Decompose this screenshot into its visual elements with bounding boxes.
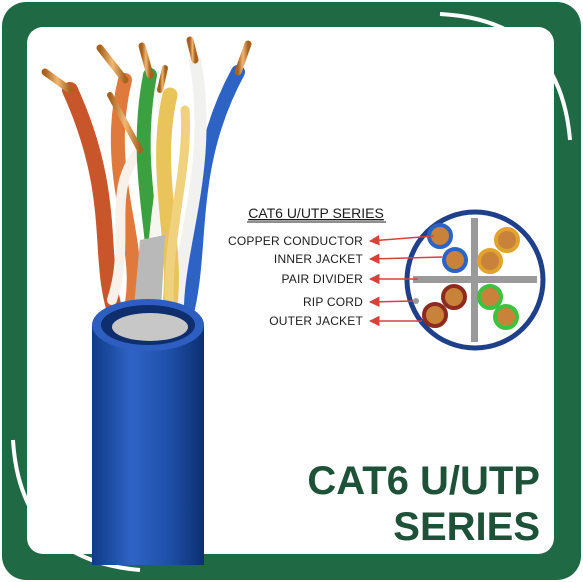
conductor-blue-2 [442, 247, 468, 273]
product-title-line2: SERIES [393, 505, 540, 549]
rip-cord-dot [413, 298, 419, 304]
cross-section-icon [404, 209, 546, 351]
callout-arrows [368, 235, 443, 327]
diagram-text: CAT6 U/UTP SERIES COPPER CONDUCTOR INNER… [228, 205, 386, 328]
frame-arc-bottom-left [11, 439, 141, 572]
arrow-rip-cord [368, 296, 414, 308]
label-pair-divider: PAIR DIVIDER [281, 272, 363, 286]
pair-divider-vertical [471, 218, 478, 342]
label-copper-conductor: COPPER CONDUCTOR [228, 234, 363, 248]
arrow-inner-jacket [368, 253, 443, 264]
label-rip-cord: RIP CORD [303, 295, 363, 309]
product-title-line1: CAT6 U/UTP [307, 459, 540, 503]
outer-jacket [92, 299, 204, 565]
conductor-orange-2 [477, 248, 503, 274]
frame-arc-top-right [439, 12, 572, 141]
cable-icon [41, 36, 252, 565]
product-title: CAT6 U/UTP SERIES [307, 459, 540, 549]
conductor-brown-2 [422, 302, 448, 328]
conductor-brown-1 [441, 284, 467, 310]
arrow-copper-conductor [368, 235, 435, 246]
label-outer-jacket: OUTER JACKET [269, 314, 363, 328]
label-inner-jacket: INNER JACKET [274, 252, 364, 266]
conductor-green-1 [477, 284, 503, 310]
conductor-orange-1 [494, 227, 520, 253]
conductor-green-2 [493, 304, 519, 330]
diagram-title: CAT6 U/UTP SERIES [248, 205, 384, 221]
copper-tips [41, 36, 252, 153]
